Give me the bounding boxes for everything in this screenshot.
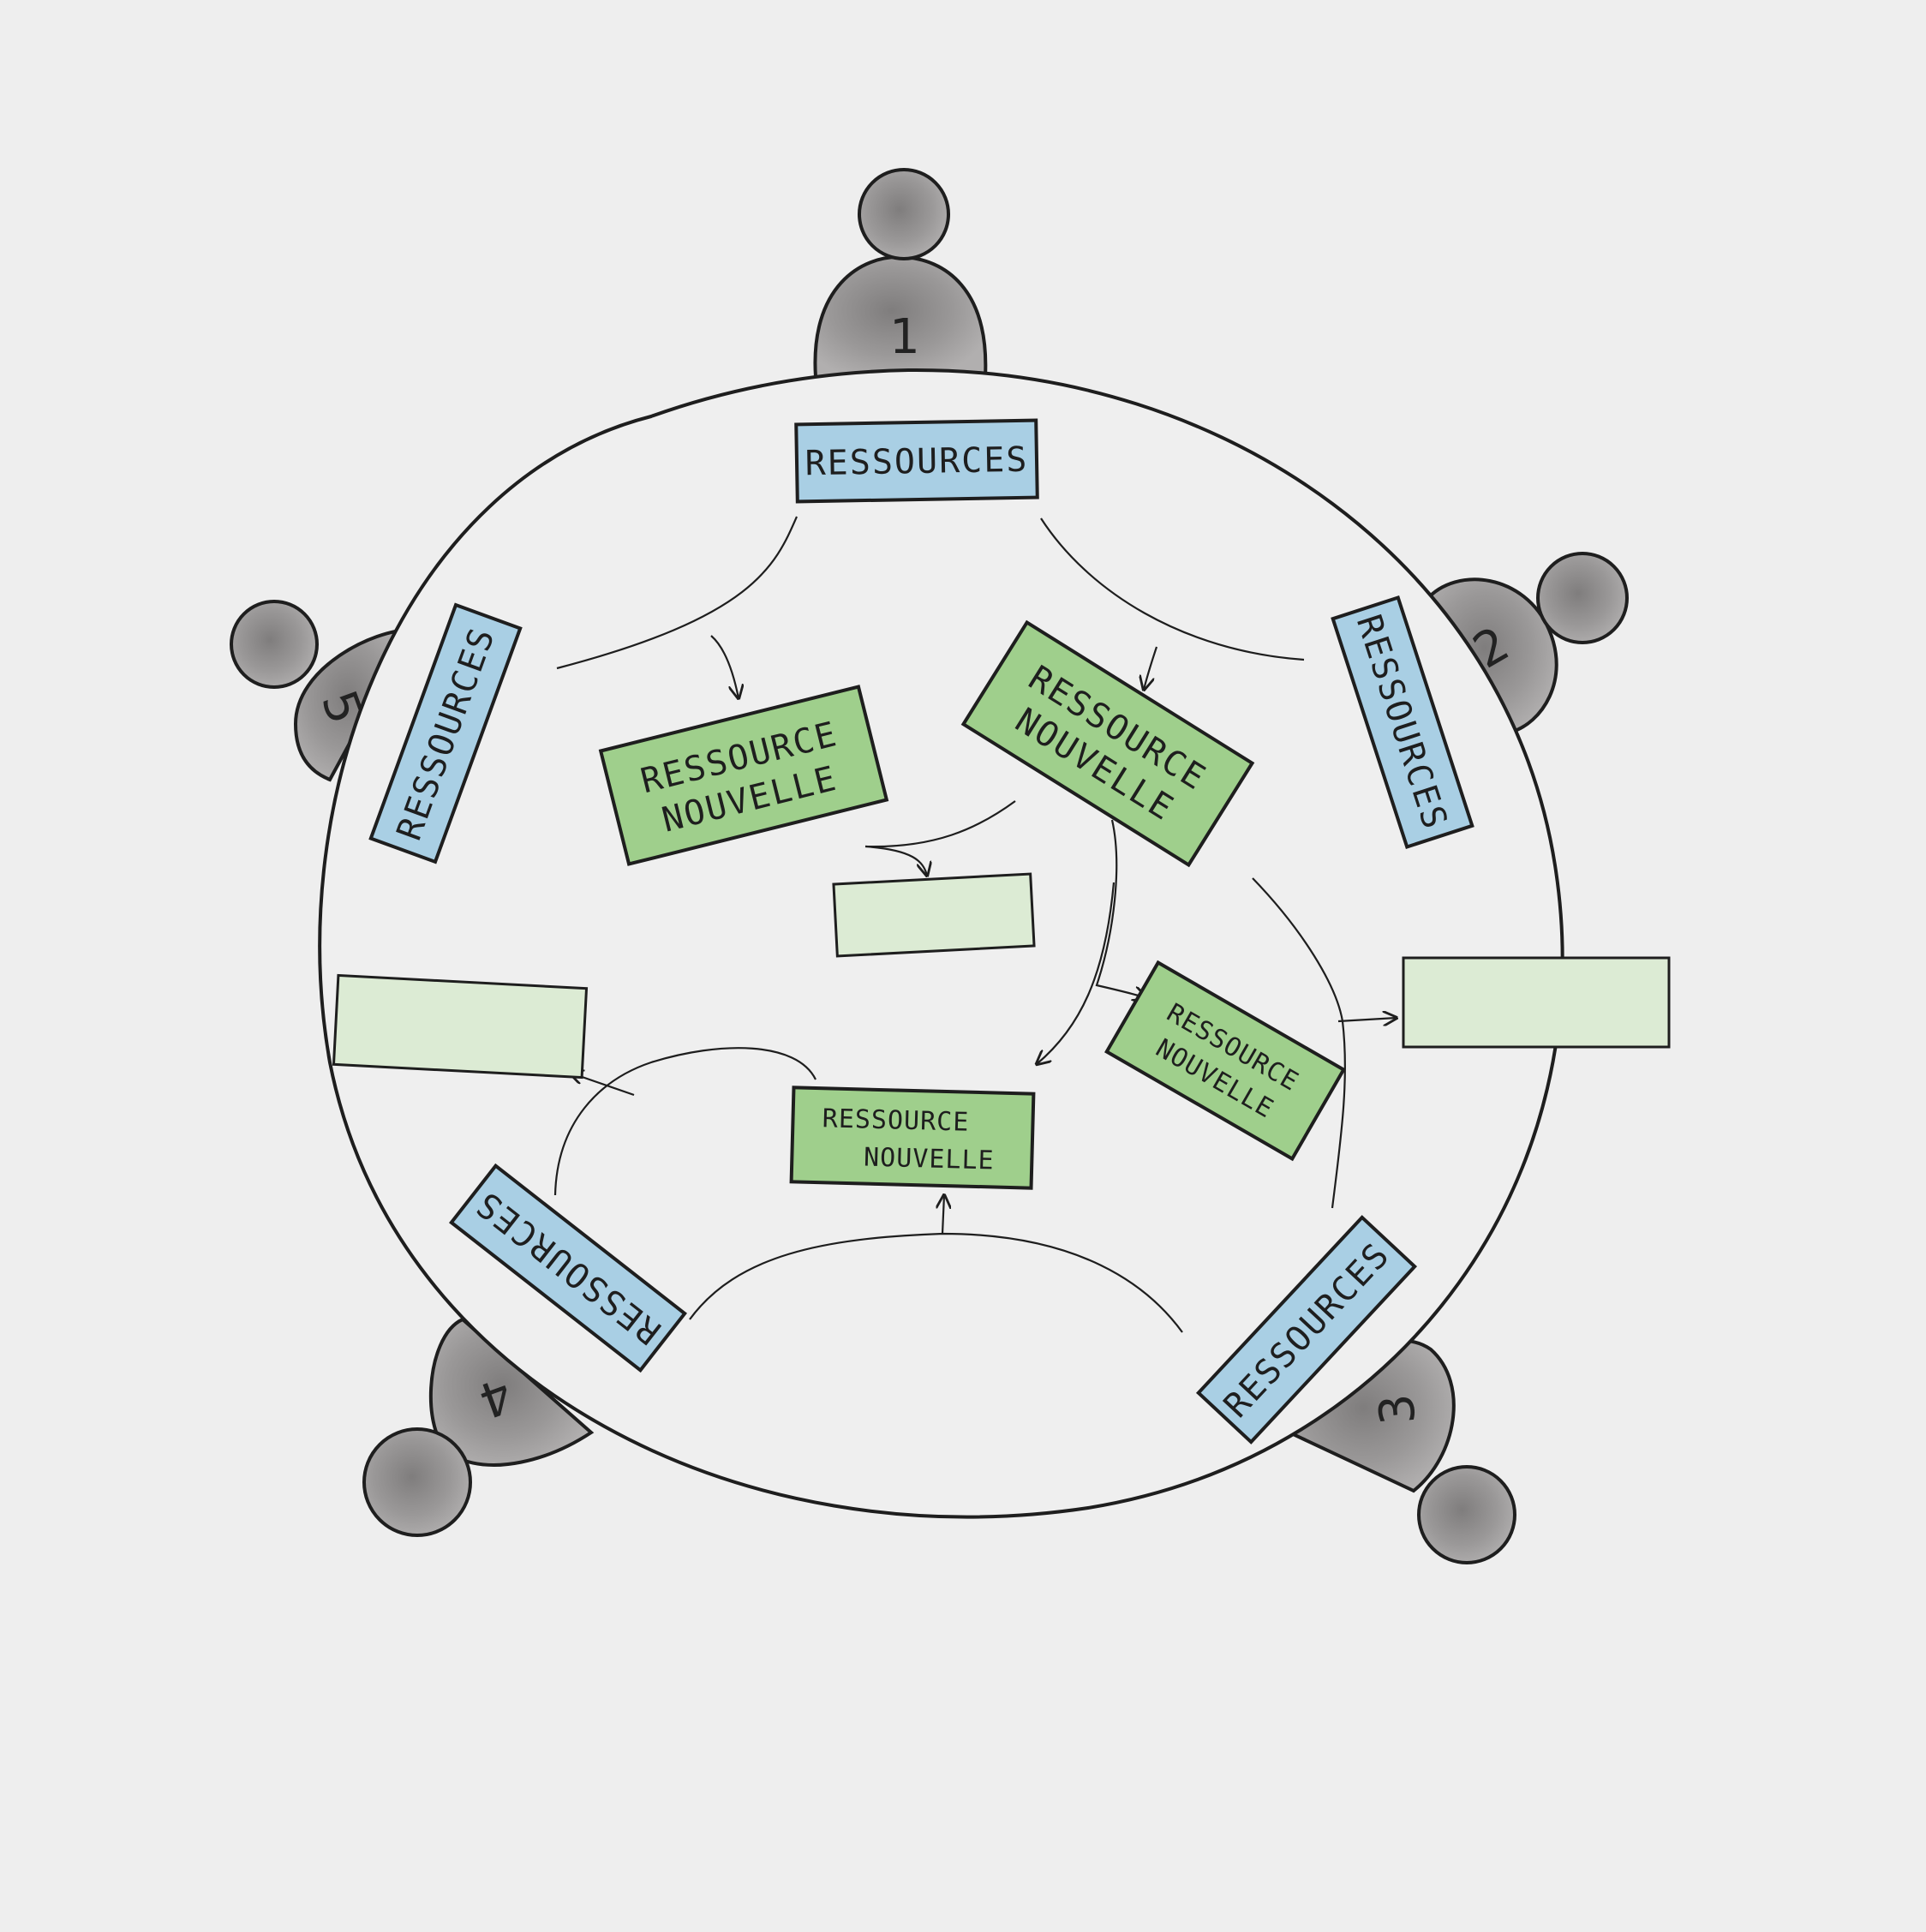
connector-arrow: [864, 800, 1016, 876]
new-resource-line2: NOUVELLE: [864, 1143, 995, 1176]
connector-line: [1040, 517, 1305, 661]
connector-arrow: [710, 635, 739, 698]
new-resource-line1: RESSOURCE: [822, 1104, 969, 1137]
person-head: [230, 600, 319, 689]
participant-2: 2: [1424, 552, 1629, 735]
person-head: [362, 1427, 472, 1537]
participant-1: 1: [813, 168, 988, 379]
connector-arrow: [1037, 882, 1116, 1064]
participant-4: 4: [362, 1317, 595, 1537]
empty-box-left: [332, 973, 589, 1080]
new-resource-box-bottom: RESSOURCE NOUVELLE: [789, 1086, 1036, 1190]
participant-number: 1: [889, 309, 920, 365]
participant-number: 3: [1369, 1391, 1427, 1427]
resource-box-label: RESSOURCES: [804, 440, 1029, 484]
connector-line: [556, 516, 799, 670]
connector-arrow: [1337, 1018, 1397, 1021]
new-resource-box-right: RESSOURCE NOUVELLE: [960, 619, 1255, 868]
person-head: [858, 168, 950, 260]
person-head: [1417, 1465, 1516, 1564]
connector-arrow: [1144, 646, 1158, 690]
empty-box-right: [1402, 956, 1671, 1049]
empty-box-center: [832, 872, 1036, 958]
person-head: [1536, 552, 1629, 644]
new-resource-box-middle-right: RESSOURCE NOUVELLE: [1104, 960, 1346, 1162]
connector-arrow: [942, 1195, 944, 1235]
connector-arrow: [1095, 819, 1146, 998]
resource-box-top: RESSOURCES: [794, 418, 1039, 504]
connector-line: [553, 1047, 816, 1196]
connectors: [553, 516, 1397, 1333]
